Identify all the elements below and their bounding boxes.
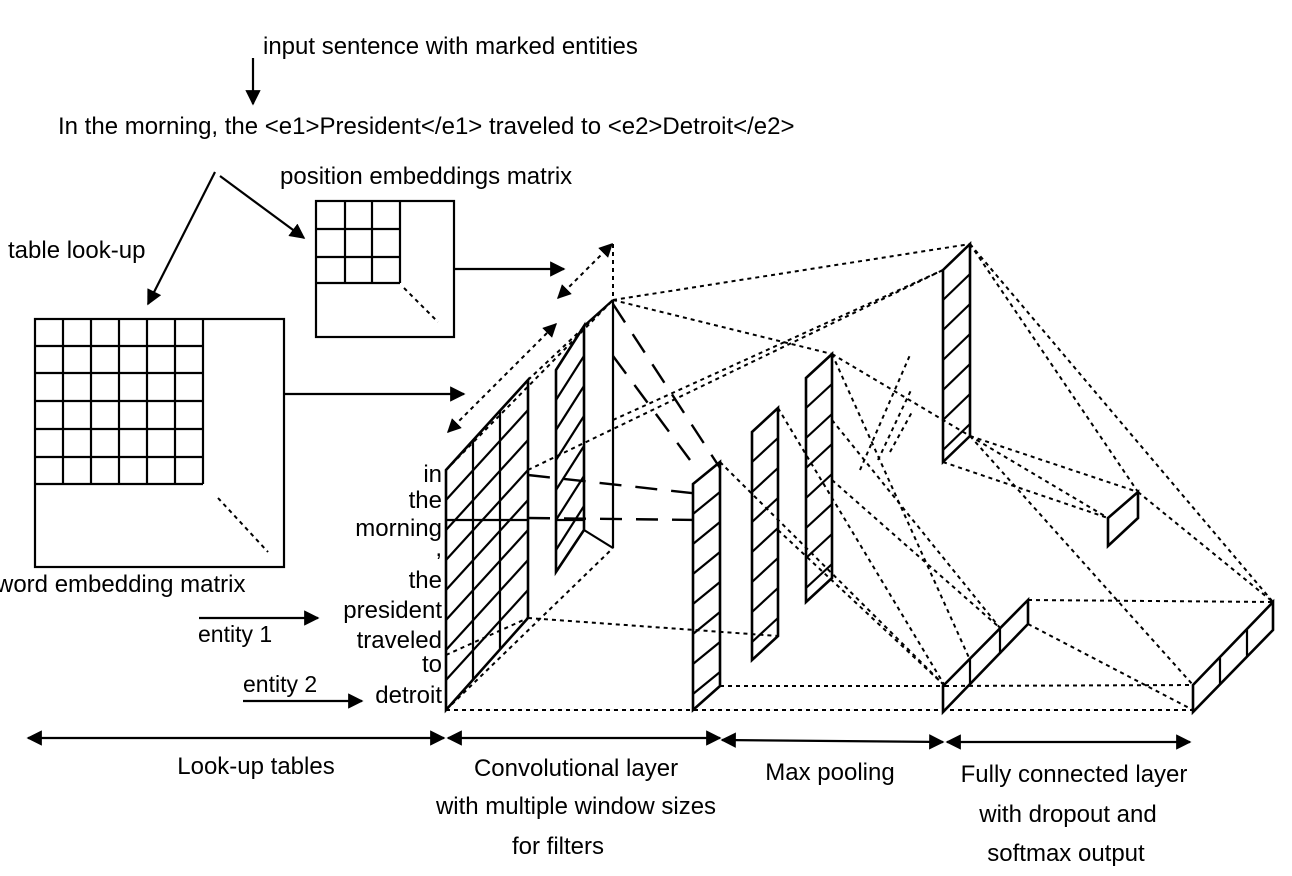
stage-fc-label-1: Fully connected layer (961, 761, 1188, 788)
position-dim-arrow (557, 243, 613, 299)
pool-span-arrow (720, 732, 945, 750)
word-matrix-label: word embedding matrix (0, 571, 245, 598)
stage-conv-label-2: with multiple window sizes (435, 793, 716, 820)
position-embeddings-matrix (314, 199, 456, 339)
token: in (423, 461, 442, 488)
position-matrix-label: position embeddings matrix (280, 163, 572, 190)
stage-conv-label-1: Convolutional layer (474, 755, 678, 782)
input-back-plane (445, 244, 615, 711)
word-embedding-matrix (33, 317, 286, 569)
conv-filter-windows (527, 303, 722, 522)
token: detroit (375, 682, 442, 709)
token: president (343, 597, 442, 624)
token: , (435, 535, 442, 562)
fc-connections (527, 243, 1274, 711)
stage-conv-label-3: for filters (512, 833, 604, 860)
stage-fc-label-3: softmax output (987, 840, 1145, 867)
input-caption: input sentence with marked entities (263, 33, 638, 60)
input-sentence: In the morning, the <e1>President</e1> t… (58, 113, 795, 140)
table-lookup-label: table look-up (8, 237, 145, 264)
token: traveled (357, 627, 442, 654)
stage-pool-label: Max pooling (765, 759, 894, 786)
pool-map-front (750, 405, 780, 663)
stage-fc-label-2: with dropout and (978, 801, 1156, 828)
token: morning (355, 515, 442, 542)
pool-map-back (804, 351, 834, 605)
stage-lookup-label: Look-up tables (177, 753, 334, 780)
token: to (422, 651, 442, 678)
output-slab (1191, 598, 1275, 716)
fc-vector-bottom (941, 596, 1030, 716)
conv-feature-map (691, 459, 722, 713)
entity1-label: entity 1 (198, 621, 272, 647)
fc-vector-top (941, 240, 972, 466)
entity2-label: entity 2 (243, 671, 317, 697)
table-lookup-arrow (147, 171, 216, 306)
position-embedding-slab (554, 321, 586, 577)
softmax-vector (1106, 489, 1140, 549)
pool-connections (446, 299, 1193, 711)
token-list: in the morning , the president traveled … (343, 461, 442, 709)
token: the (409, 487, 442, 514)
position-lookup-arrow (219, 175, 306, 239)
embedding-dim-arrow (447, 323, 557, 433)
token: the (409, 567, 442, 594)
